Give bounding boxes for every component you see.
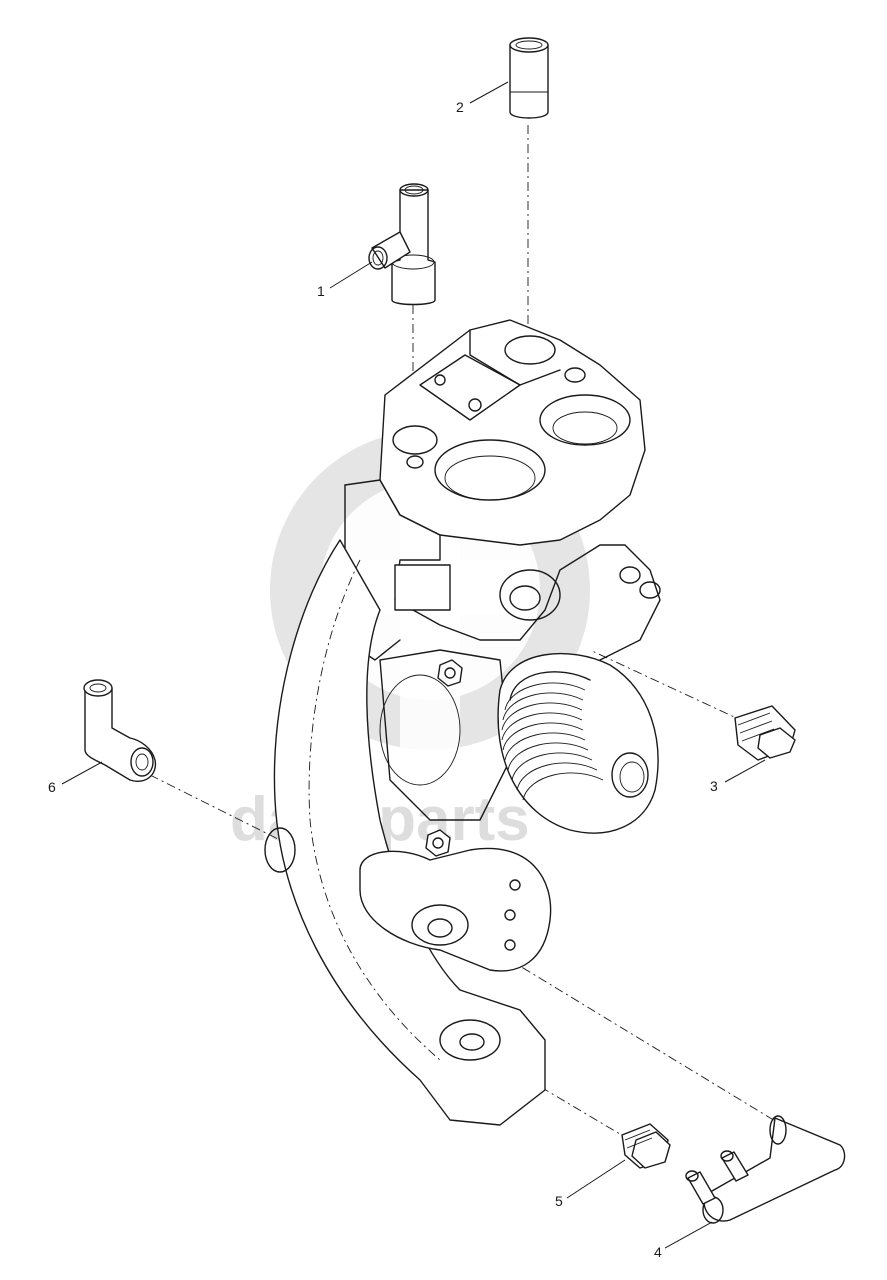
- leader-lines: [61, 81, 766, 1249]
- part-6-elbow: [83, 679, 157, 782]
- part-5-hex-plug: [621, 1123, 671, 1169]
- callout-6: 6: [48, 779, 56, 795]
- callout-1: 1: [317, 283, 325, 299]
- callout-2: 2: [456, 99, 464, 115]
- pulley: [497, 652, 659, 834]
- bolt-upper: [437, 659, 463, 687]
- part-4-pipe-assembly: [685, 1115, 846, 1224]
- callout-5: 5: [555, 1193, 563, 1209]
- water-pump-housing: [264, 319, 661, 1126]
- callout-4: 4: [654, 1244, 662, 1260]
- part-1-t-fitting: [368, 183, 436, 306]
- part-2-sleeve: [509, 37, 549, 119]
- bolt-lower: [425, 829, 451, 857]
- callout-3: 3: [710, 778, 718, 794]
- part-3-hex-plug: [734, 705, 796, 761]
